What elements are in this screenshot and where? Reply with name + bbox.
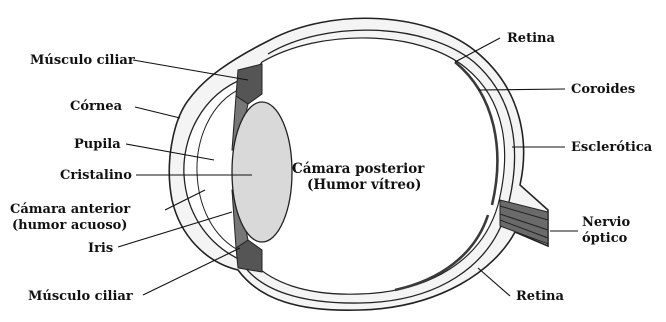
label-humor-acuoso: (humor acuoso) <box>12 218 127 233</box>
label-nervio: Nervio <box>582 215 630 230</box>
label-optico: óptico <box>582 231 628 246</box>
lens-cristalino <box>232 102 292 242</box>
label-cristalino: Cristalino <box>60 168 132 183</box>
label-retina-top: Retina <box>507 31 555 46</box>
label-musculo-ciliar-top: Músculo ciliar <box>30 53 135 68</box>
label-retina-bottom: Retina <box>516 289 564 304</box>
label-iris: Iris <box>88 241 113 256</box>
label-humor-vitreo: (Humor vítreo) <box>307 177 421 193</box>
label-musculo-ciliar-bottom: Músculo ciliar <box>28 289 133 304</box>
label-camara-posterior: Cámara posterior <box>292 161 425 177</box>
label-camara-anterior: Cámara anterior <box>10 202 130 217</box>
label-pupila: Pupila <box>74 137 121 152</box>
label-esclerotica: Esclerótica <box>571 140 653 155</box>
label-cornea: Córnea <box>70 99 123 114</box>
label-coroides: Coroides <box>571 82 635 97</box>
